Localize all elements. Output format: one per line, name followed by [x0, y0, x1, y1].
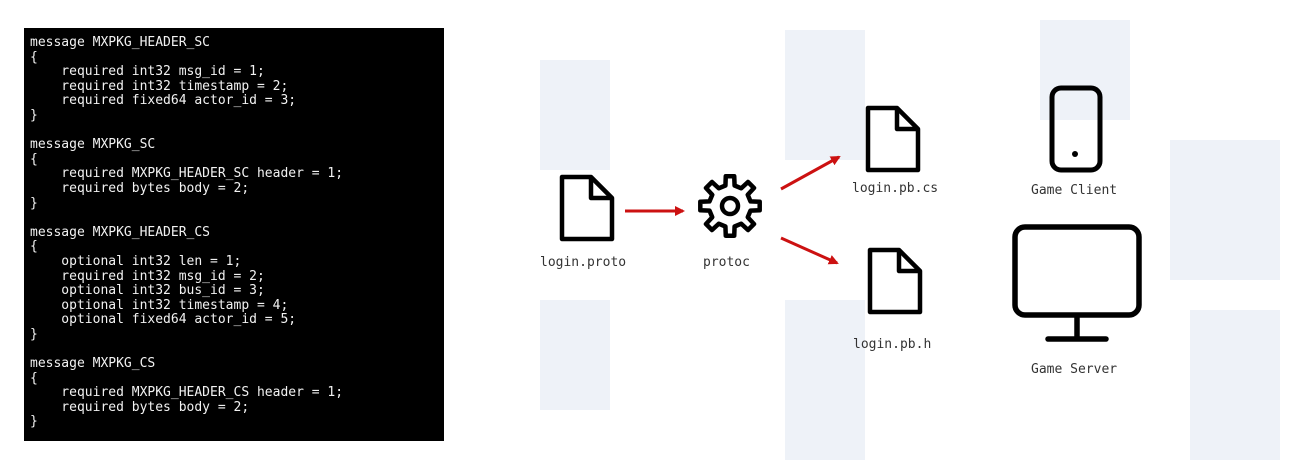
proto-file-label: login.proto — [540, 255, 627, 270]
background-shape — [540, 300, 610, 410]
monitor-icon — [1012, 224, 1142, 342]
code-panel: message MXPKG_HEADER_SC { required int32… — [24, 28, 444, 441]
game-server-label: Game Server — [1031, 362, 1118, 377]
game-client-label: Game Client — [1031, 183, 1118, 198]
file-icon — [867, 247, 923, 315]
file-icon — [559, 174, 615, 242]
arrow-protoc-to-h — [780, 236, 839, 265]
phone-icon — [1049, 85, 1103, 173]
arrow-protoc-to-cs — [780, 155, 841, 191]
background-shape — [785, 300, 865, 460]
background-shape — [1190, 310, 1280, 460]
background-shape — [1040, 20, 1130, 120]
background-shape — [785, 30, 865, 160]
protoc-label: protoc — [703, 255, 750, 270]
proto-code: message MXPKG_HEADER_SC { required int32… — [30, 35, 344, 430]
background-shape — [540, 60, 610, 170]
cs-file-label: login.pb.cs — [852, 181, 939, 196]
gear-icon — [698, 174, 762, 238]
file-icon — [865, 105, 921, 173]
h-file-label: login.pb.h — [853, 337, 932, 352]
background-shape — [1170, 140, 1280, 280]
